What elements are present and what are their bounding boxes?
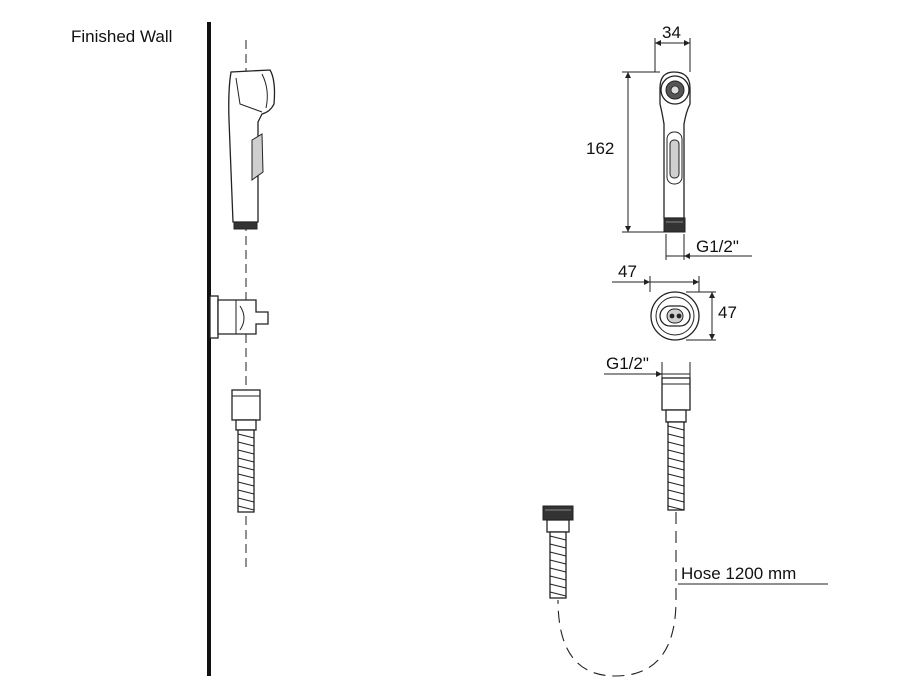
side-wall-holder bbox=[209, 295, 269, 339]
side-hose bbox=[231, 389, 261, 513]
side-spray-head bbox=[228, 69, 276, 230]
hose-label-group: Hose 1200 mm bbox=[678, 564, 828, 585]
dim-width-spray: 34 bbox=[654, 23, 691, 72]
front-spray-head bbox=[659, 71, 691, 233]
side-view: Finished Wall bbox=[71, 22, 276, 676]
thread-hose-label: G1/2" bbox=[606, 354, 649, 373]
front-wall-holder bbox=[650, 291, 700, 341]
finished-wall-label: Finished Wall bbox=[71, 27, 172, 46]
thread-hose: G1/2" bbox=[604, 354, 691, 378]
dim-width-spray-value: 34 bbox=[662, 23, 681, 42]
dim-height-spray: 162 bbox=[586, 71, 665, 233]
dim-width-holder-value: 47 bbox=[618, 262, 637, 281]
front-hose-connector-upper bbox=[661, 377, 691, 511]
thread-spray: G1/2" bbox=[665, 234, 752, 260]
front-view: 34 162 G1/2" bbox=[542, 23, 828, 677]
dim-width-holder: 47 bbox=[612, 262, 700, 292]
thread-spray-label: G1/2" bbox=[696, 237, 739, 256]
dim-height-spray-value: 162 bbox=[586, 139, 614, 158]
dim-height-holder-value: 47 bbox=[718, 303, 737, 322]
hose-label: Hose 1200 mm bbox=[681, 564, 796, 583]
dim-height-holder: 47 bbox=[686, 291, 737, 341]
hose-curve bbox=[557, 512, 677, 677]
front-hose-lower bbox=[542, 505, 677, 677]
